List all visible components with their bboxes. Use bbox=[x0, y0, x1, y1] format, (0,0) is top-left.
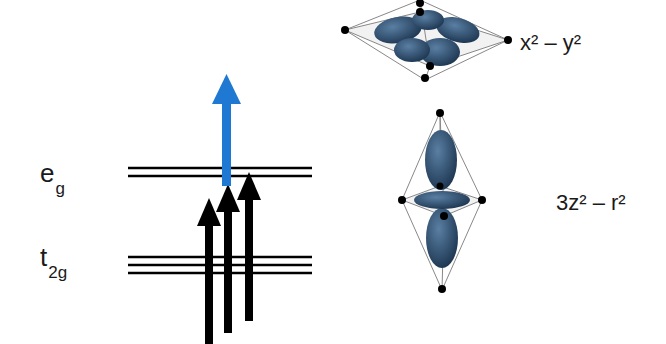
3z2-r2-orbital bbox=[398, 109, 486, 293]
level-subscript: 2g bbox=[48, 264, 67, 281]
spin-arrows bbox=[197, 172, 261, 344]
orbital-label: x² – y² bbox=[520, 32, 581, 54]
level-subscript: g bbox=[55, 180, 64, 197]
blue-spin-arrow bbox=[212, 74, 241, 186]
level-label: t bbox=[40, 244, 47, 270]
eg-levels bbox=[128, 168, 312, 176]
level-label: e bbox=[40, 160, 54, 186]
orbital-label: 3z² – r² bbox=[556, 192, 626, 214]
t2g-levels bbox=[128, 257, 312, 273]
x2-y2-orbital bbox=[341, 0, 512, 82]
